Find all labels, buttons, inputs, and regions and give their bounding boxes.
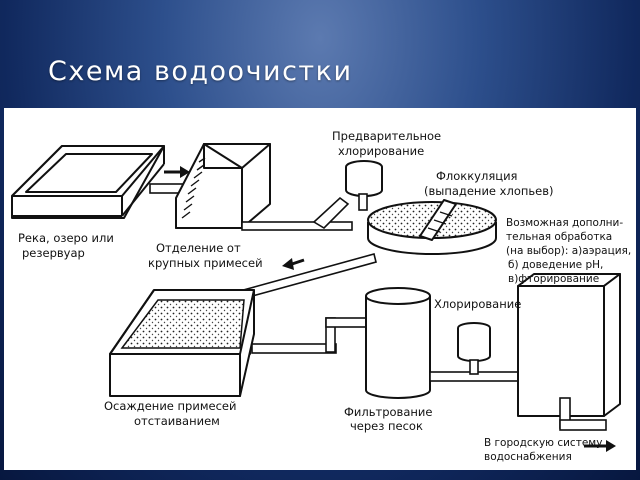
- settling-tank: [109, 289, 255, 397]
- label-city-2: водоснабжения: [484, 451, 572, 463]
- label-extra-1: Возможная дополни-: [506, 217, 623, 229]
- final-tank: [517, 273, 621, 417]
- label-source-1: Река, озеро или: [18, 231, 114, 245]
- label-prechlor-1: Предварительное: [332, 129, 441, 143]
- pipe-outlet: [559, 397, 607, 431]
- label-extra-4: б) доведение pH,: [508, 259, 603, 271]
- label-prechlor-2: хлорирование: [338, 144, 424, 158]
- diagram-panel: Река, озеро или резервуар Отделение от к…: [4, 108, 636, 470]
- source-basin: [11, 145, 165, 219]
- label-extra-2: тельная обработка: [506, 231, 612, 243]
- slide-title: Схема водоочистки: [48, 56, 353, 87]
- label-city-1: В городскую систему: [484, 437, 602, 449]
- label-coarse-2: крупных примесей: [148, 256, 263, 270]
- label-filter-2: через песок: [350, 419, 423, 433]
- label-floc-1: Флоккуляция: [436, 169, 517, 183]
- label-extra-5: в)фторирование: [508, 273, 599, 285]
- pipe-screen-to-floc: [241, 196, 353, 231]
- label-filter-1: Фильтрование: [344, 405, 432, 419]
- chlorination-tank: [457, 322, 491, 375]
- pipe-settle-to-filter: [251, 317, 367, 354]
- prechlorination-tank: [345, 160, 383, 211]
- label-extra-3: (на выбор): а)аэрация,: [506, 245, 631, 257]
- flow-arrow-icon: [164, 166, 190, 178]
- screen-tank: [175, 143, 271, 229]
- sand-filter: [365, 287, 431, 399]
- flocculation-tank: [367, 199, 497, 255]
- label-chlor: Хлорирование: [434, 297, 521, 311]
- label-floc-2: (выпадение хлопьев): [424, 184, 554, 198]
- label-settle-2: отстаиванием: [134, 414, 220, 428]
- label-coarse-1: Отделение от: [156, 241, 241, 255]
- water-treatment-diagram: Река, озеро или резервуар Отделение от к…: [11, 129, 631, 463]
- flow-arrow-icon: [584, 440, 616, 452]
- flow-arrow-icon: [282, 258, 305, 270]
- label-source-2: резервуар: [22, 246, 85, 260]
- label-settle-1: Осаждение примесей: [104, 399, 236, 413]
